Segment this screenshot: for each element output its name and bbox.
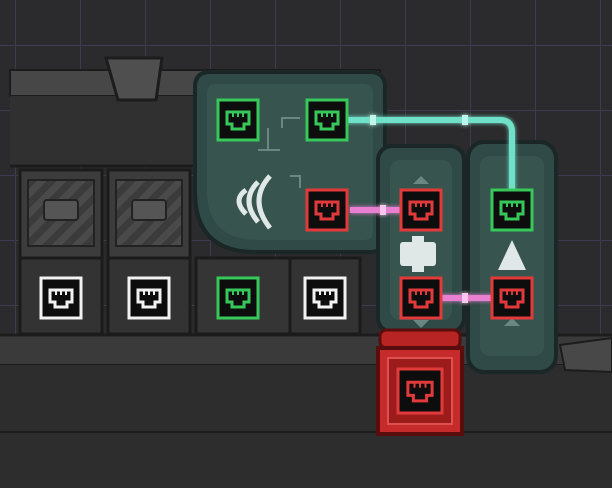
network-port-icon — [499, 288, 525, 309]
port-locker-1[interactable] — [39, 276, 83, 320]
port-gate-b-input[interactable] — [490, 188, 534, 232]
port-sensor-output[interactable] — [305, 98, 349, 142]
wire-green-top — [345, 115, 515, 195]
port-gate-a-output[interactable] — [399, 276, 443, 320]
network-port-icon — [136, 288, 162, 309]
network-port-icon — [314, 200, 340, 221]
network-port-icon — [225, 110, 251, 131]
network-port-icon — [406, 380, 434, 403]
network-port-icon — [408, 200, 434, 221]
storage-locker-middle[interactable] — [106, 168, 192, 336]
network-port-icon — [499, 200, 525, 221]
port-locker-2[interactable] — [127, 276, 171, 320]
wire-red-upper — [350, 205, 403, 215]
port-gate-b-output[interactable] — [490, 276, 534, 320]
storage-locker-left[interactable] — [18, 168, 104, 336]
wire-red-lower — [440, 293, 493, 303]
port-locker-3[interactable] — [303, 276, 347, 320]
network-port-icon — [312, 288, 338, 309]
network-port-icon — [314, 110, 340, 131]
port-sensor-input[interactable] — [216, 98, 260, 142]
network-port-icon — [408, 288, 434, 309]
port-sensor-red[interactable] — [305, 188, 349, 232]
port-actuator[interactable] — [396, 367, 444, 415]
gate-b-symbol — [498, 240, 526, 270]
network-port-icon — [48, 288, 74, 309]
port-gate-a-input[interactable] — [399, 188, 443, 232]
floor — [0, 333, 612, 488]
network-port-icon — [225, 288, 251, 309]
port-bottom-green[interactable] — [216, 276, 260, 320]
ports-layer — [39, 98, 534, 415]
